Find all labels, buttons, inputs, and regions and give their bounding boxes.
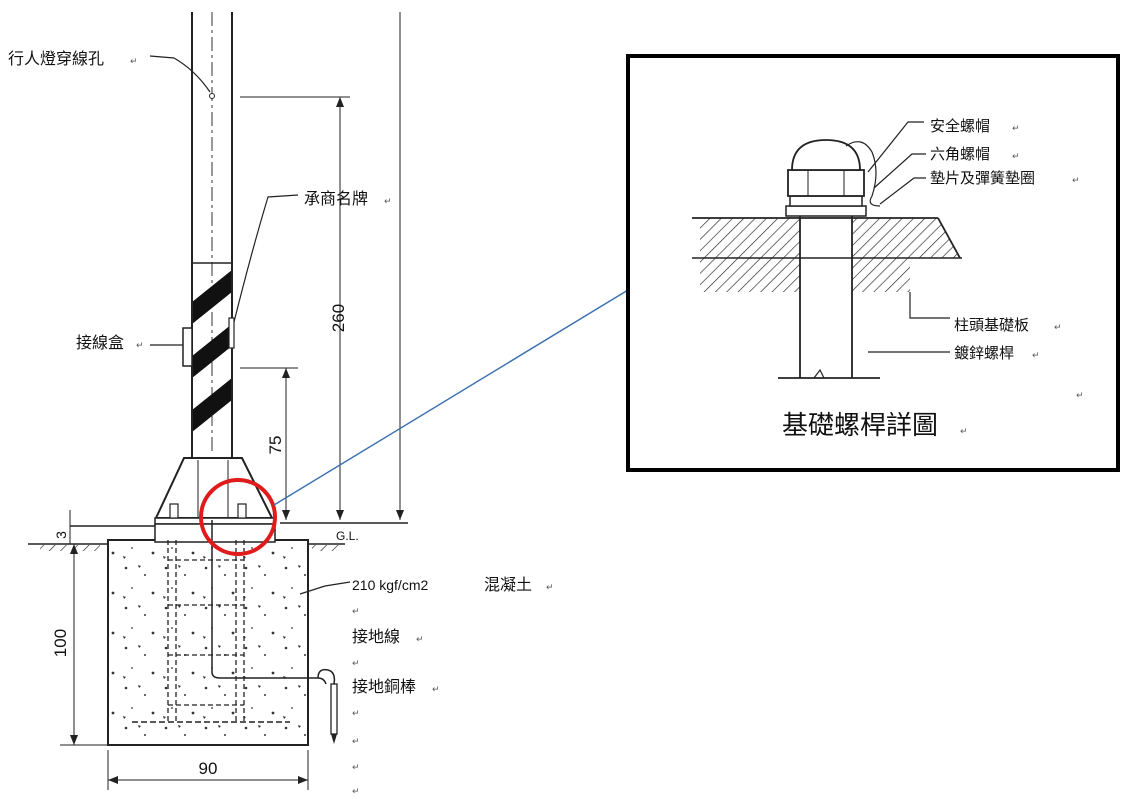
ground-line — [28, 522, 408, 551]
contractor-plate — [228, 317, 235, 349]
svg-text:↵: ↵ — [352, 659, 360, 669]
svg-text:↵: ↵ — [1076, 391, 1084, 401]
detail-callout-circle — [199, 478, 277, 556]
ground-level-label: G.L. — [336, 529, 359, 543]
svg-text:↵: ↵ — [352, 709, 360, 719]
pole-base-flange — [154, 457, 276, 525]
svg-text:↵: ↵ — [960, 427, 968, 437]
label-lamp-wire-hole: 行人燈穿線孔 — [8, 49, 104, 68]
detail-nut-assembly — [785, 139, 881, 217]
svg-text:↵: ↵ — [1012, 124, 1020, 134]
detail-label-base-plate: 柱頭基礎板 — [954, 316, 1029, 334]
dim-3: 3 — [53, 531, 69, 539]
detail-leaders — [867, 121, 950, 353]
svg-text:↵: ↵ — [1054, 323, 1062, 333]
label-junction-box: 接線盒 — [76, 333, 124, 352]
label-ground-wire: 接地線 — [352, 627, 400, 646]
detail-label-bolt: 鍍鋅螺桿 — [954, 344, 1014, 362]
dim-75: 75 — [266, 436, 285, 455]
svg-text:↵: ↵ — [1032, 351, 1040, 361]
dim-100: 100 — [51, 629, 70, 657]
dim-260: 260 — [329, 304, 348, 332]
label-concrete-strength: 210 kgf/cm2 — [352, 577, 428, 593]
concrete-foundation — [107, 520, 327, 746]
svg-text:↵: ↵ — [416, 635, 424, 645]
svg-text:↵: ↵ — [352, 607, 360, 617]
dimension-lines — [60, 12, 404, 790]
junction-box — [182, 327, 193, 367]
pole-stripes — [193, 270, 231, 432]
label-ground-rod: 接地銅棒 — [352, 677, 416, 696]
wire-hole-mark — [209, 93, 215, 99]
detail-bolt — [778, 210, 880, 379]
svg-text:↵: ↵ — [384, 197, 392, 207]
empty-paragraph-marks: ↵ ↵ ↵ ↵ ↵ ↵ — [352, 607, 360, 797]
svg-text:↵: ↵ — [1072, 176, 1080, 186]
detail-label-hex-nut: 六角螺帽 — [930, 145, 990, 163]
svg-text:↵: ↵ — [130, 57, 138, 67]
label-concrete: 混凝土 — [484, 575, 532, 594]
svg-text:↵: ↵ — [352, 737, 360, 747]
ground-rod — [317, 668, 338, 744]
detail-label-washer: 墊片及彈簧墊圈 — [930, 169, 1035, 187]
label-leaders — [149, 55, 351, 595]
detail-label-safety-nut: 安全螺帽 — [930, 117, 990, 135]
svg-text:↵: ↵ — [352, 763, 360, 773]
svg-text:↵: ↵ — [1012, 152, 1020, 162]
svg-text:↵: ↵ — [546, 583, 554, 593]
label-contractor-plate: 承商名牌 — [304, 189, 368, 208]
dim-90: 90 — [199, 759, 218, 778]
svg-text:↵: ↵ — [352, 787, 360, 797]
svg-text:↵: ↵ — [432, 685, 440, 695]
detail-title: 基礎螺桿詳圖 — [782, 411, 938, 441]
detail-leader-line — [273, 289, 629, 506]
svg-text:↵: ↵ — [136, 341, 144, 351]
light-pole — [191, 12, 233, 460]
detail-base-plate — [692, 217, 962, 319]
